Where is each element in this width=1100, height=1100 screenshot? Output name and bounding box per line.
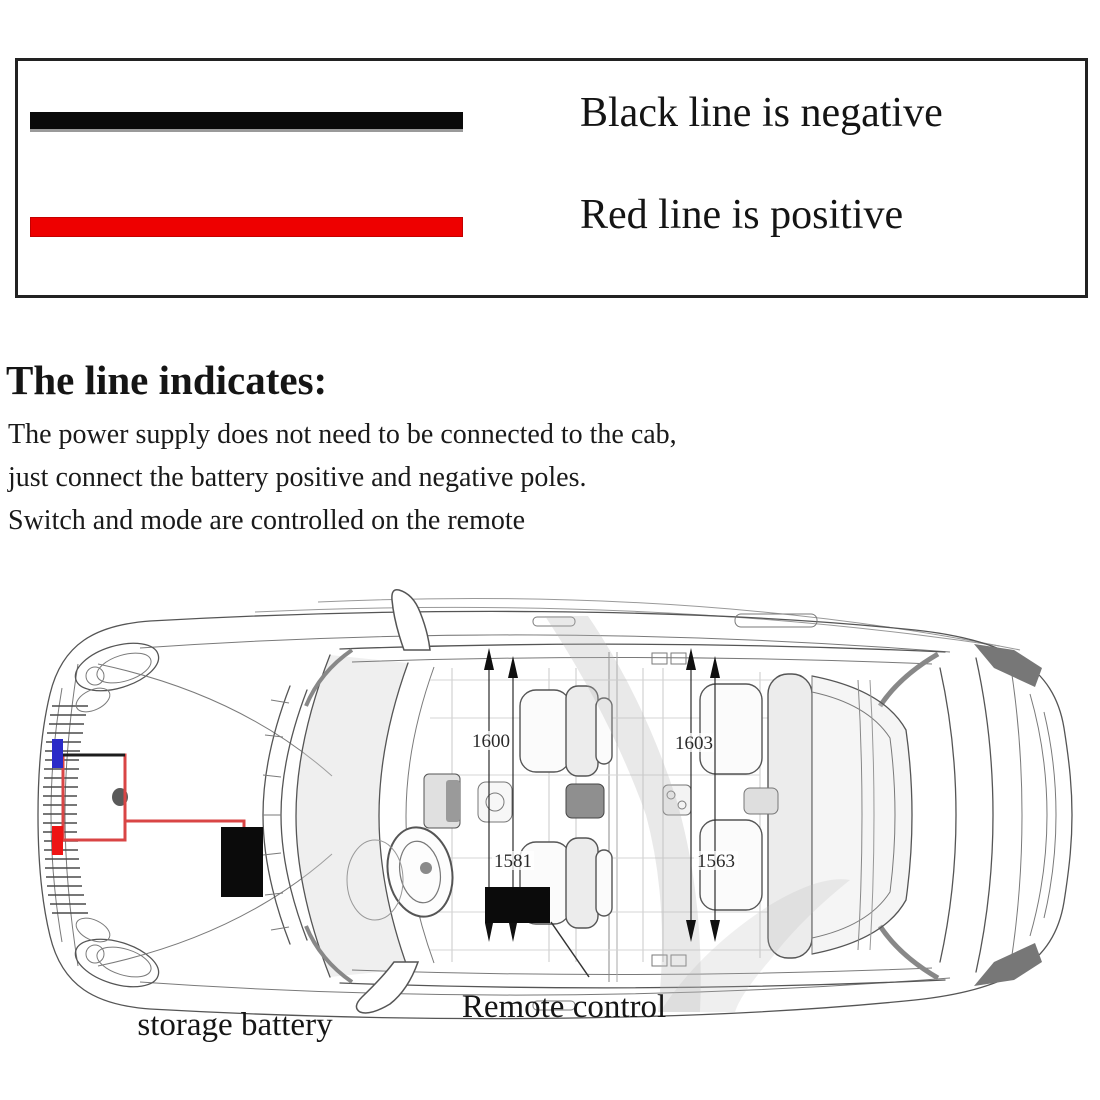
steering-wheel (346, 826, 454, 921)
c-pillar-bottom (877, 924, 940, 981)
vehicle-diagram: 1600 1581 1603 1563 storage battery Remo… (37, 588, 1073, 1043)
remote-control-box (485, 887, 550, 923)
c-pillar-top (877, 651, 940, 708)
wiring-overlay (52, 739, 246, 855)
dimension-lines: 1600 1581 1603 1563 (470, 648, 738, 942)
note-heading: The line indicates: (6, 357, 328, 403)
body-streak-lines (139, 597, 1021, 996)
center-console (565, 783, 605, 819)
side-mirror-bottom (355, 961, 420, 1014)
positive-terminal (52, 826, 63, 855)
red-wire-swatch (30, 217, 463, 237)
taillight-bottom (974, 943, 1042, 986)
wire-legend-box: Black line is negative Red line is posit… (15, 58, 1088, 298)
shade-swoosh-front (545, 616, 701, 1012)
note-line-1: The power supply does not need to be con… (8, 419, 677, 450)
remote-caption: Remote control (462, 989, 666, 1025)
taillight-top (974, 644, 1042, 687)
headlight-bottom (74, 917, 160, 988)
headlight-top (74, 642, 160, 713)
black-wire-swatch (30, 112, 463, 132)
positive-wire (125, 819, 246, 827)
car-body-outline (37, 610, 1073, 1020)
remote-leader-line (550, 921, 590, 978)
trunk-lines (857, 649, 1023, 981)
note-line-2: just connect the battery positive and ne… (8, 462, 587, 493)
black-wire-label: Black line is negative (580, 90, 943, 136)
dimension-label-front-top: 1600 (472, 731, 510, 752)
note-line-3: Switch and mode are controlled on the re… (8, 505, 526, 536)
hood-creases (97, 663, 333, 967)
battery-caption: storage battery (137, 1007, 333, 1043)
windshield (295, 654, 435, 978)
side-mirror-top (391, 588, 431, 651)
dimension-label-rear-bottom: 1563 (697, 851, 735, 872)
dashboard (423, 773, 513, 829)
wiper-cowl (262, 685, 308, 945)
red-wire-label: Red line is positive (580, 192, 904, 238)
a-pillar-top (304, 648, 354, 707)
roof-details (532, 613, 818, 1011)
shade-swoosh-rear (660, 879, 850, 1012)
storage-battery-box (221, 827, 263, 897)
negative-terminal (52, 739, 63, 768)
dimension-label-rear-top: 1603 (675, 733, 713, 754)
front-seat-left (519, 685, 613, 777)
a-pillar-bottom (304, 925, 354, 984)
dimension-label-front-bottom: 1581 (494, 851, 532, 872)
